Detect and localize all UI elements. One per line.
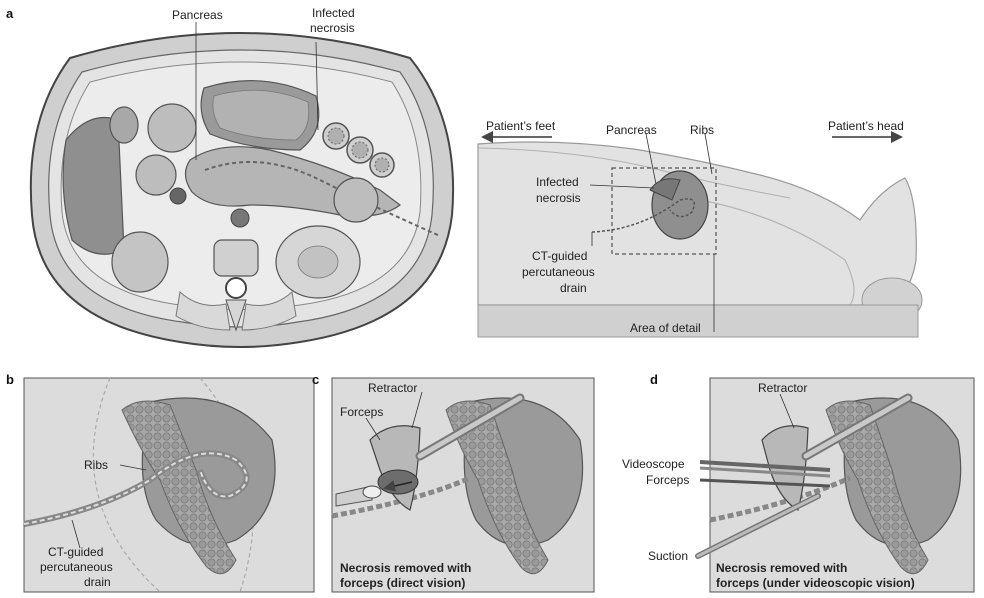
side-infected-label: Infected xyxy=(536,175,579,189)
cross-section-infected-label: Infected xyxy=(312,6,355,20)
c-caption-line2: forceps (direct vision) xyxy=(340,576,465,590)
side-drain-line1: CT-guided xyxy=(532,249,587,263)
d-caption-line2: forceps (under videoscopic vision) xyxy=(716,576,915,590)
side-pancreas-label: Pancreas xyxy=(606,123,657,137)
b-drain-line2: percutaneous xyxy=(40,560,113,574)
panel-d-detail xyxy=(698,378,974,592)
side-drain-line3: drain xyxy=(560,281,587,295)
d-suction-label: Suction xyxy=(648,549,688,563)
d-retractor-label: Retractor xyxy=(758,381,807,395)
patients-feet-label: Patient’s feet xyxy=(486,119,556,133)
c-retractor-label: Retractor xyxy=(368,381,417,395)
b-ribs-label: Ribs xyxy=(84,458,108,472)
cross-section-pancreas-label: Pancreas xyxy=(172,8,223,22)
abdominal-cross-section xyxy=(31,33,453,347)
side-necrosis-label: necrosis xyxy=(536,191,581,205)
panel-d-letter: d xyxy=(650,372,658,387)
d-forceps-label: Forceps xyxy=(646,473,689,487)
side-drain-line2: percutaneous xyxy=(522,265,595,279)
panel-c-letter: c xyxy=(312,372,319,387)
c-caption-line1: Necrosis removed with xyxy=(340,561,471,575)
d-videoscope-label: Videoscope xyxy=(622,457,685,471)
patients-head-label: Patient’s head xyxy=(828,119,904,133)
cross-section-necrosis-label: necrosis xyxy=(310,21,355,35)
panel-b-letter: b xyxy=(6,372,14,387)
d-caption-line1: Necrosis removed with xyxy=(716,561,847,575)
panel-a-letter: a xyxy=(6,6,14,21)
c-forceps-label: Forceps xyxy=(340,405,383,419)
b-drain-line3: drain xyxy=(84,575,111,589)
b-drain-line1: CT-guided xyxy=(48,545,103,559)
side-ribs-label: Ribs xyxy=(690,123,714,137)
area-of-detail-label: Area of detail xyxy=(630,321,701,335)
patient-side-view xyxy=(478,142,922,337)
